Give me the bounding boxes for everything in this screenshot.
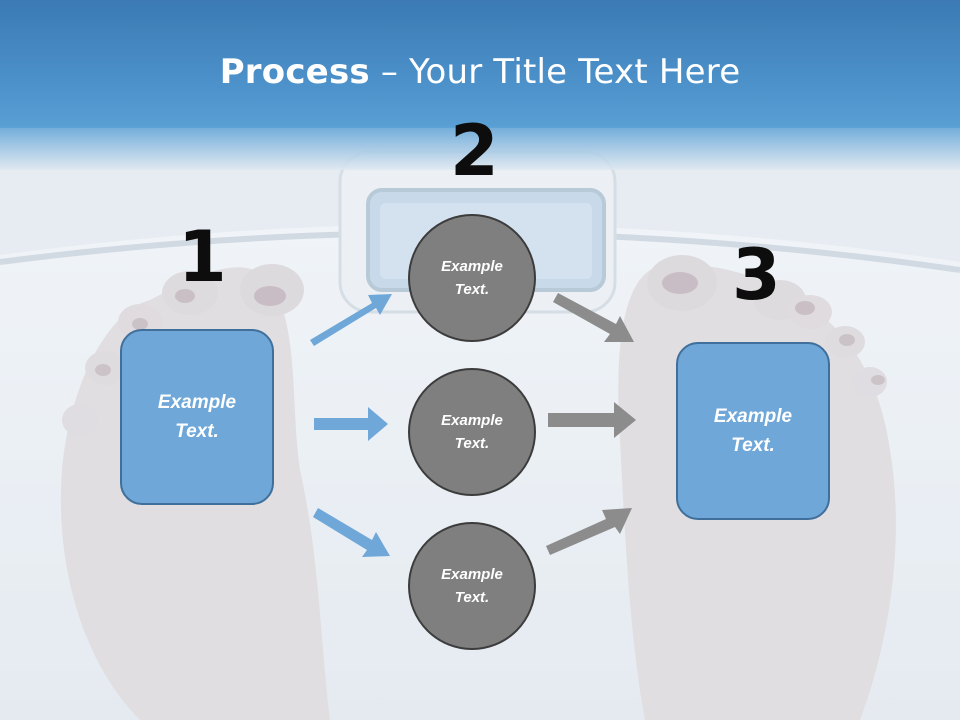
circle-bottom-line2: Text.: [454, 589, 490, 606]
circle-bottom-text: Example Text.: [441, 563, 503, 609]
left-box-line1: Example: [157, 392, 237, 413]
step-number-2: 2: [450, 110, 499, 192]
title-bold: Process: [219, 52, 370, 92]
right-box-line2: Text.: [731, 435, 775, 456]
blue-arrow-right: [314, 407, 388, 441]
step-number-3: 3: [732, 234, 781, 316]
circle-bottom-line1: Example: [441, 566, 503, 583]
slide-title: Process – Your Title Text Here: [0, 52, 960, 92]
right-box-line1: Example: [713, 406, 793, 427]
process-circle-bottom: Example Text.: [408, 522, 536, 650]
process-circle-middle: Example Text.: [408, 368, 536, 496]
gray-arrow-up: [546, 508, 632, 555]
right-process-box: Example Text.: [676, 342, 830, 520]
circle-middle-line2: Text.: [454, 435, 490, 452]
circle-top-text: Example Text.: [441, 255, 503, 301]
left-process-box: Example Text.: [120, 329, 274, 505]
gray-arrow-right: [548, 402, 636, 438]
blue-arrow-down: [313, 508, 390, 557]
circle-middle-text: Example Text.: [441, 409, 503, 455]
title-rest: – Your Title Text Here: [369, 52, 741, 92]
right-box-text: Example Text.: [714, 402, 792, 460]
circle-top-line1: Example: [441, 258, 503, 275]
step-number-1: 1: [178, 216, 227, 298]
circle-top-line2: Text.: [454, 281, 490, 298]
left-box-line2: Text.: [175, 421, 219, 442]
left-box-text: Example Text.: [158, 388, 236, 446]
gray-arrow-down: [553, 293, 634, 342]
process-circle-top: Example Text.: [408, 214, 536, 342]
circle-middle-line1: Example: [441, 412, 503, 429]
blue-arrow-up: [310, 294, 392, 346]
